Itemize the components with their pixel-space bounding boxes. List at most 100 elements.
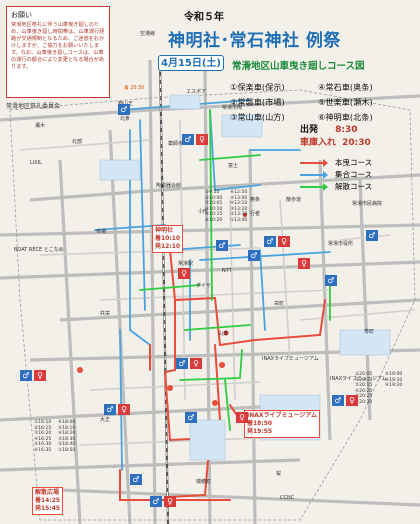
time-schedule: ①20:05 ②20:10 ③20:15 ④20:20 ⑤20:25 ⑥20:3…: [355, 372, 373, 405]
place-label: 富士: [228, 163, 239, 169]
railway: [158, 59, 170, 524]
arrival-label: 着 20:30: [124, 86, 145, 91]
legend-item: 解散コース: [300, 181, 372, 193]
place-label: INAXライブミュージアム: [262, 356, 319, 362]
end-label: 車庫入れ: [300, 138, 337, 148]
legend-item: 本曳コース: [300, 157, 372, 169]
restroom-icon: ♂: [248, 250, 260, 261]
event-date: 4月15日(土): [158, 55, 224, 71]
restroom-icon: ♀: [196, 134, 208, 145]
end-time: 20:30: [342, 138, 371, 148]
restroom-icon: ♀: [236, 412, 248, 423]
place-label: 空港線: [140, 31, 156, 37]
place-label: 薬師寺: [168, 141, 184, 147]
legend-label: 解散コース: [335, 182, 373, 191]
restroom-icon: ♀: [346, 395, 358, 406]
time-schedule: ⑥18:00 ⑤18:10 ④18:20 ③18:30 ②18:40 ①18:5…: [58, 420, 76, 453]
notice-box: お願い 常滑地区祭礼に伴う山車曳き廻しのため、山車曳き廻し時間帯は、山車運行経路…: [6, 6, 110, 98]
restroom-icon: ♂: [366, 230, 378, 241]
district-boundary: [9, 89, 416, 521]
shinmei-shrine-stop: 神明社 着10:10 発12:10: [152, 225, 184, 253]
restroom-icon: ♀: [190, 358, 202, 369]
place-label: LIXIL: [30, 160, 42, 166]
notice-organization: 常滑地区祭礼委員会: [6, 103, 61, 110]
place-label: 陶磁器会館: [156, 183, 182, 189]
float-item: ②常磐車(市場): [230, 97, 285, 107]
restroom-icon: ♂: [182, 134, 194, 145]
float-item: ③常山車(山方): [230, 112, 285, 122]
minor-streets: [19, 119, 416, 446]
place-label: 常滑駅: [178, 261, 194, 267]
restroom-icon: ♂: [150, 496, 162, 507]
restroom-icon: ♂: [130, 474, 142, 485]
schedule-times: 出発 8:30 車庫入れ 20:30: [300, 124, 371, 150]
dispersal-plaza-stop: 解散広場 着14:25 発15:45: [32, 487, 64, 515]
time-schedule: ⑥19:00 ⑤19:10 ④19:20: [385, 372, 403, 389]
place-label: 常滑市民病院: [352, 201, 383, 207]
place-label: INAXライブミュージアム: [330, 376, 387, 382]
float-item: ①保楽車(保示): [230, 82, 285, 92]
restroom-icon: ♂: [264, 236, 276, 247]
dispersal-course: [139, 109, 331, 431]
place-label: 北部: [72, 139, 83, 145]
place-label: 散歩道: [286, 197, 302, 203]
place-label: BOAT RECE とこなめ: [14, 247, 64, 253]
restroom-icon: ♂: [104, 404, 116, 415]
place-label: 北条: [120, 116, 131, 122]
page-title: 神明社･常石神社 例祭: [168, 31, 341, 51]
place-label: NTT: [222, 268, 232, 274]
restroom-icon: ♀: [164, 496, 176, 507]
restroom-icon: ♀: [118, 404, 130, 415]
arrow-icon: [300, 183, 328, 191]
restroom-icon: ♂: [185, 412, 197, 423]
notice-title: お願い: [11, 11, 32, 19]
place-label: ダイヤ: [196, 283, 211, 289]
place-label: 奥条: [250, 197, 261, 203]
restroom-icon: ♂: [118, 104, 130, 115]
place-label: 共栄: [100, 311, 111, 317]
time-schedule: ①9:55 ②10:00 ③10:05 ④10:10 ⑤10:15 ⑥10:20: [205, 190, 223, 223]
restroom-icon: ♀: [34, 370, 46, 381]
place-label: 市場: [96, 229, 107, 235]
arrow-icon: [300, 159, 328, 167]
place-label: 常滑市役所: [328, 241, 354, 247]
restroom-icon: ♀: [178, 268, 190, 279]
place-label: 瀬木: [35, 123, 46, 129]
legend: 本曳コース 集合コース 解散コース: [300, 157, 372, 193]
restroom-icon: ♂: [176, 358, 188, 369]
start-label: 出発: [300, 125, 319, 135]
float-item: ④常石車(奥条): [318, 82, 373, 92]
place-label: 瑞穂町: [196, 479, 212, 485]
restroom-icon: ♂: [325, 275, 337, 286]
place-label: 常滑市陶: [222, 105, 243, 111]
inax-museum-stop: INAXライブミュージアム 着18:50 発19:55: [244, 410, 320, 438]
place-label: 寿町: [364, 329, 375, 335]
time-schedule: ⑥12:50 ⑤13:00 ④13:10 ③13:20 ②13:30 ①13:4…: [230, 190, 248, 223]
legend-label: 本曳コース: [335, 158, 373, 167]
place-label: 桜: [276, 471, 282, 477]
restroom-icon: ♀: [298, 258, 310, 269]
start-time: 8:30: [335, 125, 358, 135]
legend-label: 集合コース: [335, 170, 373, 179]
restroom-icon: ♂: [332, 395, 344, 406]
era-label: 令和５年: [184, 12, 224, 23]
notice-body: 常滑地区祭礼に伴う山車曳き廻しのため、山車曳き廻し時間帯は、山車運行経路が交通規…: [11, 22, 105, 71]
time-schedule: ①16:10 ②16:15 ③16:20 ④16:25 ⑤16:30 ⑥16:3…: [34, 420, 52, 453]
float-item: ⑤世楽車(瀬木): [318, 97, 373, 107]
float-item: ⑥神明車(北条): [318, 112, 373, 122]
course-title: 常滑地区山車曳き廻しコース図: [232, 61, 365, 72]
restroom-icon: ♂: [216, 240, 228, 251]
place-label: CCNC: [280, 495, 295, 501]
place-label: 行者: [250, 211, 261, 217]
restroom-icon: ♂: [20, 370, 32, 381]
place-label: 山方: [218, 331, 229, 337]
float-markers: [77, 362, 225, 406]
place-label: 栄町: [274, 301, 285, 307]
place-label: エスポア: [186, 89, 207, 95]
arrow-icon: [300, 171, 328, 179]
legend-item: 集合コース: [300, 169, 372, 181]
restroom-icon: ♀: [278, 236, 290, 247]
place-label: 大正: [100, 417, 111, 423]
place-label: 小形: [198, 209, 209, 215]
